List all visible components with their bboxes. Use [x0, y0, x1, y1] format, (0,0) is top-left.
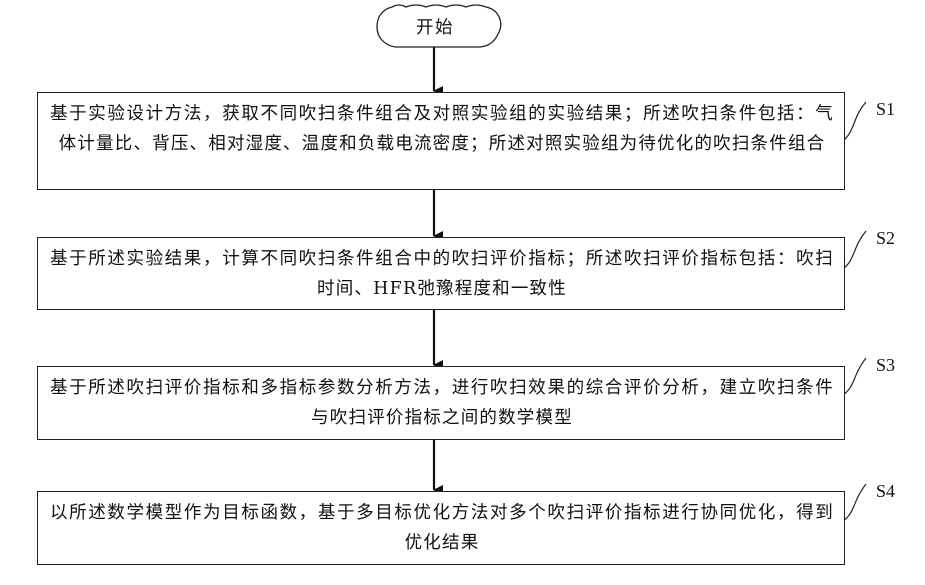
leader-line-s1 [842, 102, 866, 142]
step-s3-box: 基于所述吹扫评价指标和多指标参数分析方法，进行吹扫效果的综合评价分析，建立吹扫条… [37, 366, 845, 440]
step-s4-box: 以所述数学模型作为目标函数，基于多目标优化方法对多个吹扫评价指标进行协同优化，得… [37, 491, 845, 565]
step-s4-text: 以所述数学模型作为目标函数，基于多目标优化方法对多个吹扫评价指标进行协同优化，得… [50, 503, 834, 553]
step-s2-label: S2 [876, 228, 895, 249]
step-s2-text: 基于所述实验结果，计算不同吹扫条件组合中的吹扫评价指标；所述吹扫评价指标包括：吹… [50, 249, 834, 299]
leader-line-s2 [842, 231, 866, 270]
start-label: 开始 [371, 8, 499, 48]
step-s3-label: S3 [876, 355, 895, 376]
step-s4-label: S4 [876, 481, 895, 502]
step-s2-box: 基于所述实验结果，计算不同吹扫条件组合中的吹扫评价指标；所述吹扫评价指标包括：吹… [37, 237, 845, 310]
step-s1-box: 基于实验设计方法，获取不同吹扫条件组合及对照实验组的实验结果；所述吹扫条件包括：… [37, 92, 845, 190]
step-s1-text: 基于实验设计方法，获取不同吹扫条件组合及对照实验组的实验结果；所述吹扫条件包括：… [50, 104, 834, 154]
step-s1-label: S1 [876, 99, 895, 120]
step-s3-text: 基于所述吹扫评价指标和多指标参数分析方法，进行吹扫效果的综合评价分析，建立吹扫条… [50, 378, 834, 428]
leader-line-s4 [842, 484, 866, 522]
leader-line-s3 [842, 358, 866, 396]
